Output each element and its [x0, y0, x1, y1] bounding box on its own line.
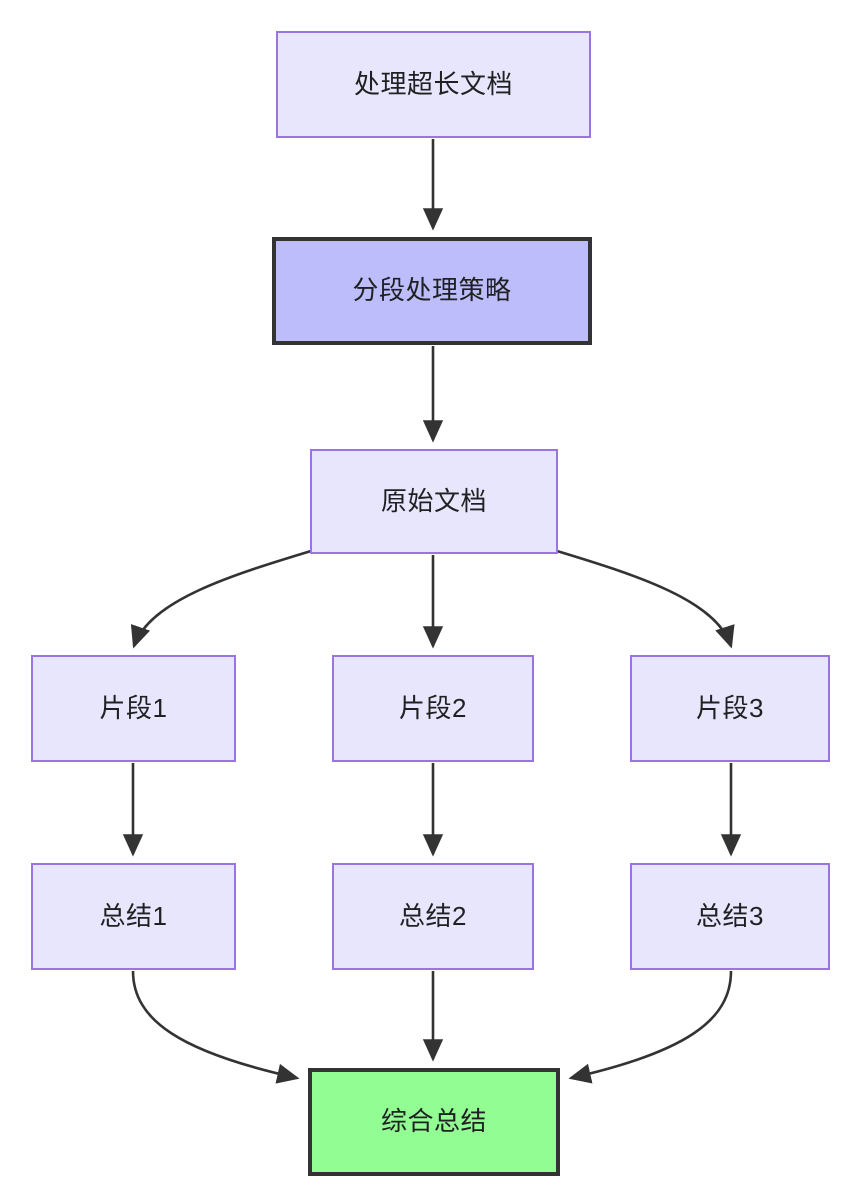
node-process-long-document[interactable]: 处理超长文档: [276, 31, 591, 138]
node-label: 综合总结: [380, 1106, 487, 1137]
node-label: 分段处理策略: [352, 275, 512, 306]
node-combined-summary[interactable]: 综合总结: [308, 1068, 560, 1176]
node-label: 片段3: [696, 692, 764, 723]
node-summary-2[interactable]: 总结2: [332, 863, 534, 970]
node-summary-3[interactable]: 总结3: [630, 863, 830, 970]
node-chunking-strategy[interactable]: 分段处理策略: [272, 237, 592, 345]
edge-original-to-chunk3: [556, 549, 735, 649]
node-original-document[interactable]: 原始文档: [310, 449, 558, 554]
node-chunk-2[interactable]: 片段2: [332, 655, 534, 762]
node-label: 原始文档: [380, 485, 487, 516]
edge-sum3-to-final: [568, 970, 733, 1084]
node-label: 片段2: [399, 692, 467, 723]
node-label: 总结1: [99, 900, 168, 931]
node-label: 片段1: [99, 692, 168, 723]
node-summary-1[interactable]: 总结1: [31, 863, 236, 970]
node-label: 处理超长文档: [353, 68, 513, 99]
node-label: 总结2: [399, 900, 467, 931]
node-label: 总结3: [696, 900, 764, 931]
edge-sum1-to-final: [131, 970, 300, 1084]
node-chunk-3[interactable]: 片段3: [630, 655, 830, 762]
edge-original-to-chunk1: [130, 549, 312, 649]
node-chunk-1[interactable]: 片段1: [31, 655, 236, 762]
